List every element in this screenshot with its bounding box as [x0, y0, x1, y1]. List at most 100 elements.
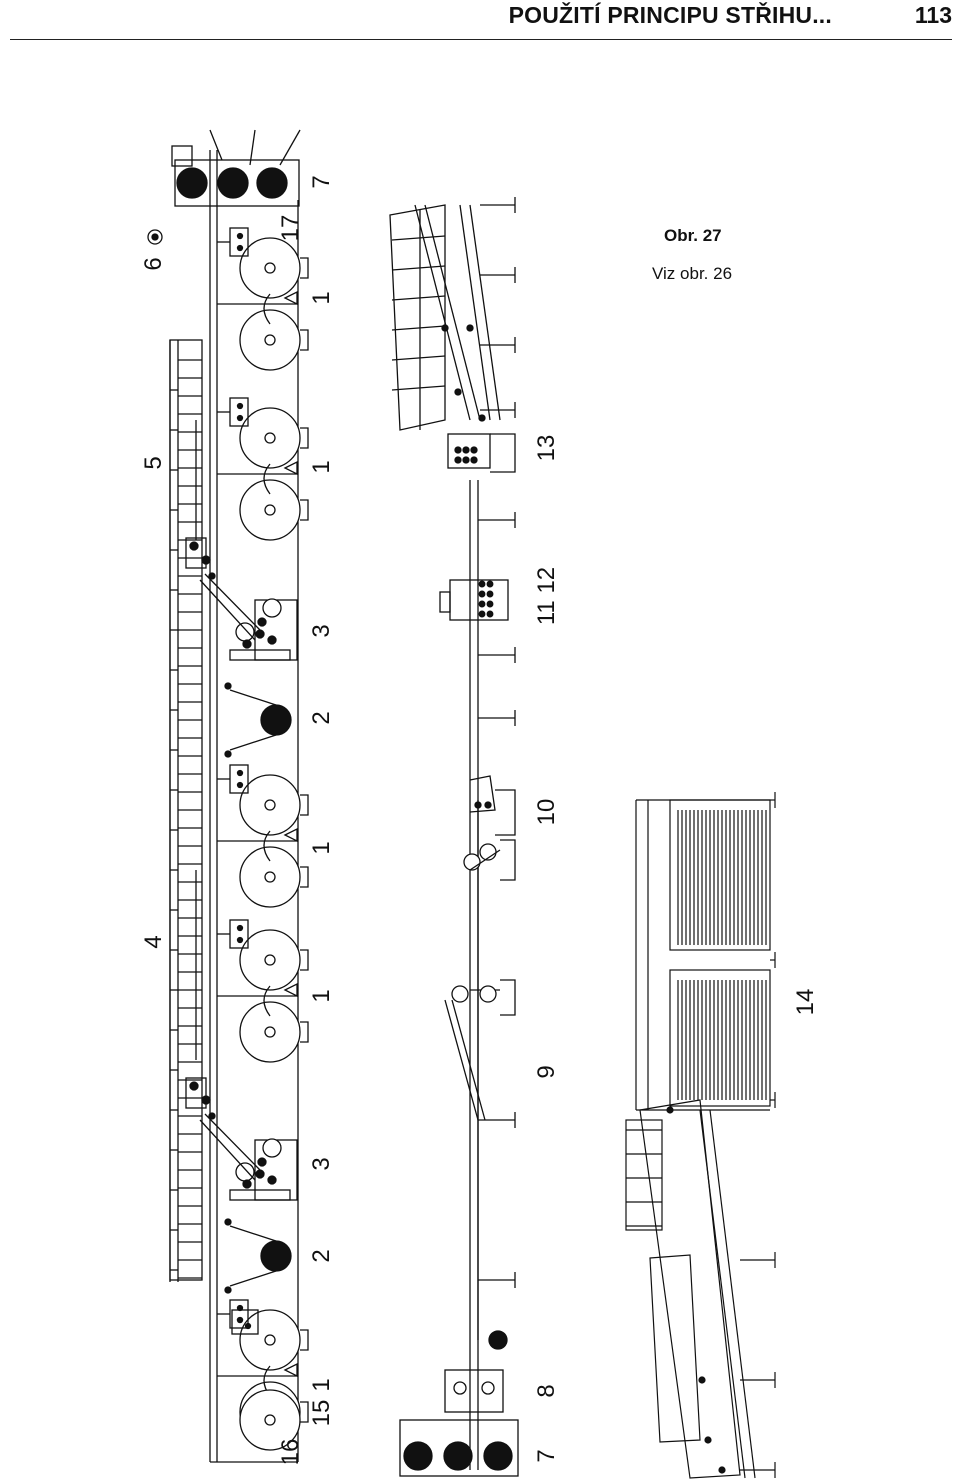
dryer-guide [199, 1119, 256, 1181]
figure-label-5: 5 [140, 456, 167, 470]
drawing-line [279, 129, 301, 166]
drawing-line [444, 999, 479, 1121]
figure-label-2b: 2 [308, 1249, 335, 1263]
drawing-line [249, 129, 256, 166]
drawing-dot [189, 541, 199, 551]
drawing-dot [208, 1112, 216, 1120]
drawing-dot [236, 781, 244, 789]
drawing-dot [478, 600, 486, 608]
stack-block [649, 1254, 701, 1443]
guide-roller [479, 985, 497, 1003]
drawing-dot [698, 1376, 706, 1384]
drawing-dot [236, 924, 244, 932]
drawing-dot [267, 635, 277, 645]
beam-hub-lower [264, 1026, 276, 1038]
figure-label-3a: 3 [308, 624, 335, 638]
drawing-dot [478, 414, 486, 422]
figure-label-6: 6 [140, 257, 167, 271]
drawing-dot [208, 572, 216, 580]
drawing-dot [486, 590, 494, 598]
drawing-dot [236, 1316, 244, 1324]
drawing-dot [470, 456, 478, 464]
drawing-dot [224, 750, 232, 758]
drawing-dot [704, 1436, 712, 1444]
drawing-line [699, 1109, 746, 1479]
unit-11-12-motor [439, 591, 451, 613]
figure-label-14: 14 [792, 988, 819, 1016]
output-roll [403, 1441, 433, 1471]
drawing-dot [466, 324, 474, 332]
beam-hub [264, 262, 276, 274]
upper-feed-roll [256, 167, 288, 199]
figure-label-1d: 1 [308, 989, 335, 1003]
dryer-base [229, 649, 291, 661]
beam-guide [283, 827, 298, 843]
drawing-dot [236, 769, 244, 777]
guide-roller [463, 853, 481, 871]
beam-bracket [300, 1329, 309, 1351]
beam-bracket [300, 949, 309, 971]
beam-web [263, 985, 271, 1017]
stack-block [625, 1119, 663, 1231]
unit-13-frame [490, 433, 516, 473]
beam-web [263, 293, 271, 325]
figure-label-7-top: 7 [308, 175, 335, 189]
beam-web [263, 463, 271, 495]
single-drum [260, 1240, 292, 1272]
drawing-dot [484, 801, 492, 809]
figure-label-1c: 1 [308, 841, 335, 855]
drawing-dot [224, 1218, 232, 1226]
drawing-line [229, 734, 277, 751]
upper-feed-frame [171, 145, 193, 167]
unit-10-head [469, 775, 496, 813]
unit-9-frame [500, 839, 516, 881]
beam-bracket [300, 866, 309, 888]
upper-production-line [147, 129, 309, 1463]
dryer-tensioner [185, 1077, 207, 1109]
drawing-dot [236, 414, 244, 422]
beam-hub [264, 432, 276, 444]
drawing-dot [224, 1286, 232, 1294]
stacker-rib [391, 385, 446, 391]
drawing-dot [486, 610, 494, 618]
drawing-dot [474, 801, 482, 809]
stacker-rib [391, 295, 446, 301]
upper-feed-roll [217, 167, 249, 199]
drawing-line [459, 204, 491, 421]
drawing-dot [257, 1157, 267, 1167]
drawing-line [414, 204, 471, 421]
beam-hub [264, 954, 276, 966]
drawing-dot [454, 388, 462, 396]
beam-hub-lower [264, 334, 276, 346]
dryer-guide [204, 1113, 261, 1171]
beam-guide [283, 1362, 298, 1378]
upper-feed-housing [174, 159, 300, 207]
figure-label-10: 10 [533, 798, 560, 826]
drawing-dot [242, 639, 252, 649]
dryer-cylinder [235, 622, 255, 642]
tail-unit [231, 1309, 259, 1335]
storage-conveyor [639, 1099, 741, 1479]
stacker-rib [391, 235, 446, 241]
figure-caption-title: Obr. 27 [664, 226, 722, 245]
dryer-cylinder [235, 1162, 255, 1182]
stacker-rib [391, 265, 446, 271]
drawing-line [451, 999, 486, 1121]
drawing-dot [236, 402, 244, 410]
drawing-dot [236, 936, 244, 944]
beam-hub [264, 1334, 276, 1346]
drawing-line [229, 689, 277, 706]
drawing-line [229, 1225, 277, 1242]
drawing-dot [151, 233, 159, 241]
stacker-body [389, 204, 446, 431]
page-header-title: POUŽITÍ PRINCIPU STŘIHU... [508, 2, 832, 28]
beam-bracket [300, 499, 309, 521]
stacker-rib [391, 355, 446, 361]
drawing-dot [454, 456, 462, 464]
stacker-rib [391, 325, 446, 331]
drawing-dot [189, 1081, 199, 1091]
dryer-guide [204, 573, 261, 631]
storage-rack-top [669, 799, 771, 951]
drawing-dot [244, 1322, 252, 1330]
